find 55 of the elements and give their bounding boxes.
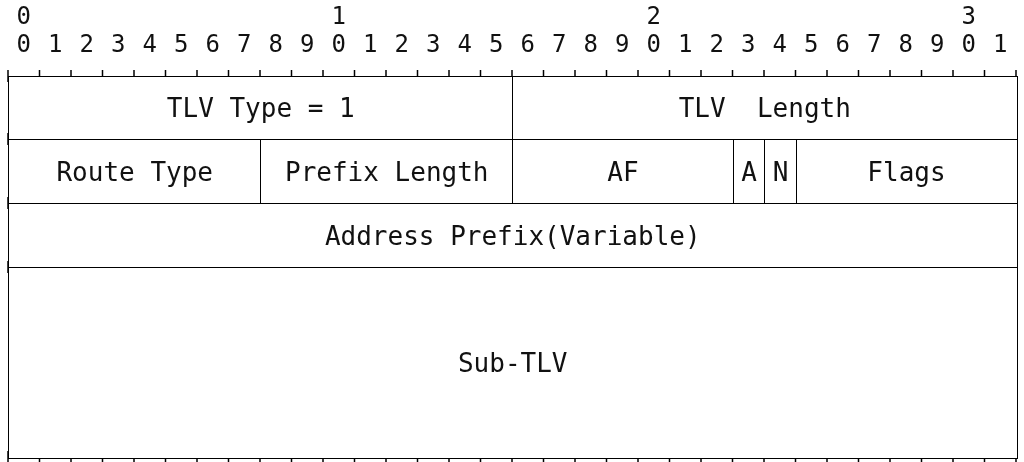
bit-tens-digit: 0	[15, 4, 32, 28]
bit-number: 0	[960, 32, 977, 56]
field-name: TLV Length	[678, 93, 851, 124]
bit-number: 4	[771, 32, 788, 56]
field-name: TLV Type = 1	[166, 93, 355, 124]
field-name: AF	[607, 156, 639, 187]
bit-number: 7	[551, 32, 568, 56]
field-name: Flags	[867, 156, 946, 187]
bit-number: 9	[614, 32, 631, 56]
field-box	[8, 203, 1018, 269]
bit-number: 4	[141, 32, 158, 56]
bit-number: 9	[299, 32, 316, 56]
field-box	[8, 139, 262, 205]
field-name: Address Prefix(Variable)	[324, 220, 701, 251]
field-box	[764, 139, 797, 205]
bit-number: 5	[803, 32, 820, 56]
field-box	[8, 76, 514, 141]
bit-tens-digit: 1	[330, 4, 347, 28]
bit-tens-digit: 3	[960, 4, 977, 28]
bit-number: 9	[929, 32, 946, 56]
bit-number: 6	[204, 32, 221, 56]
bit-number: 6	[519, 32, 536, 56]
field-name: N	[772, 156, 789, 187]
bit-number: 1	[362, 32, 379, 56]
bit-number: 8	[897, 32, 914, 56]
field-box	[512, 139, 734, 205]
bit-number: 3	[425, 32, 442, 56]
field-box	[260, 139, 514, 205]
field-name: Route Type	[56, 156, 213, 187]
bit-number: 8	[267, 32, 284, 56]
field-name: Sub-TLV	[457, 347, 568, 378]
bit-number: 1	[677, 32, 694, 56]
bit-number: 5	[488, 32, 505, 56]
bit-number: 1	[992, 32, 1009, 56]
bit-number: 3	[740, 32, 757, 56]
bit-number: 7	[866, 32, 883, 56]
field-name: Prefix Length	[285, 156, 489, 187]
bit-number: 8	[582, 32, 599, 56]
bit-number: 2	[708, 32, 725, 56]
bit-number: 6	[834, 32, 851, 56]
bit-number: 0	[15, 32, 32, 56]
field-box	[795, 139, 1018, 205]
field-box	[512, 76, 1018, 141]
bit-number: 2	[393, 32, 410, 56]
bit-number: 3	[110, 32, 127, 56]
bit-number: 4	[456, 32, 473, 56]
bit-number: 2	[78, 32, 95, 56]
bit-tens-digit: 2	[645, 4, 662, 28]
field-box	[8, 267, 1018, 459]
bit-number: 7	[236, 32, 253, 56]
field-name: A	[741, 156, 757, 187]
bit-number: 0	[330, 32, 347, 56]
bit-number: 0	[645, 32, 662, 56]
bit-number: 1	[47, 32, 64, 56]
bit-number: 5	[173, 32, 190, 56]
